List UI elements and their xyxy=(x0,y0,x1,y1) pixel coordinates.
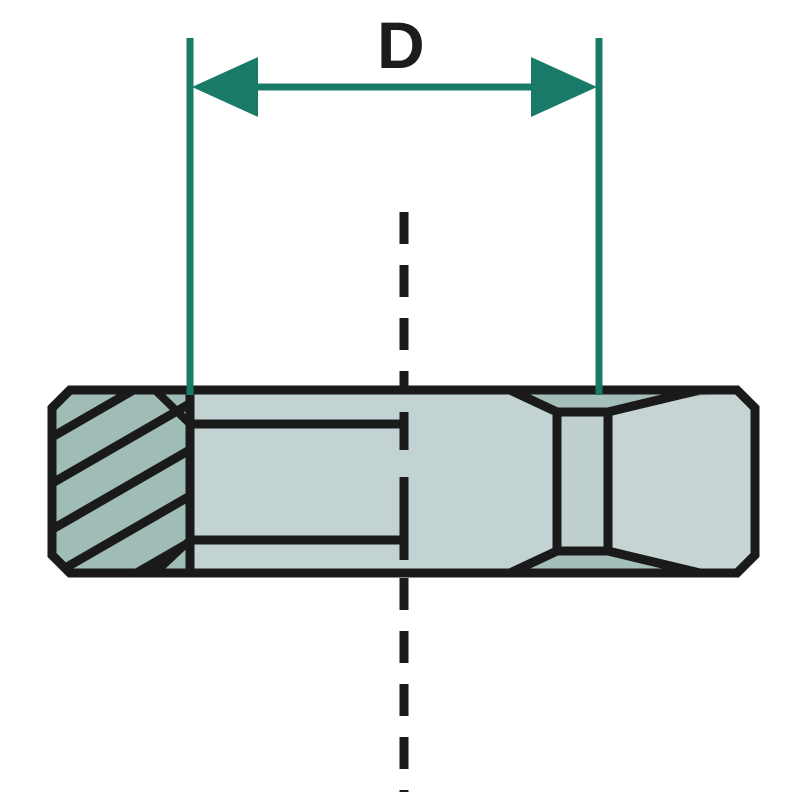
cut-face-top-chamfer xyxy=(152,387,193,427)
facet-right-fill xyxy=(608,391,755,572)
dimension-label-D: D xyxy=(377,8,425,82)
chamfer-diagonal-bottom-left xyxy=(508,546,559,578)
left-end-bottom-chamfer xyxy=(48,551,74,577)
right-arrowhead-icon xyxy=(531,57,597,117)
left-arrowhead-icon xyxy=(192,57,258,117)
chamfer-diagonal-bottom-right xyxy=(606,546,702,578)
hex-nut-body xyxy=(47,385,760,578)
dimension-annotation xyxy=(186,38,603,395)
chamfer-diagonal-top-right xyxy=(606,385,702,417)
left-end-top-chamfer xyxy=(48,386,74,412)
cut-face-bottom-chamfer xyxy=(152,537,193,576)
facet-corner-fill xyxy=(557,412,608,551)
chamfer-diagonal-top-left xyxy=(508,385,559,417)
section-hatch-region xyxy=(52,390,190,573)
